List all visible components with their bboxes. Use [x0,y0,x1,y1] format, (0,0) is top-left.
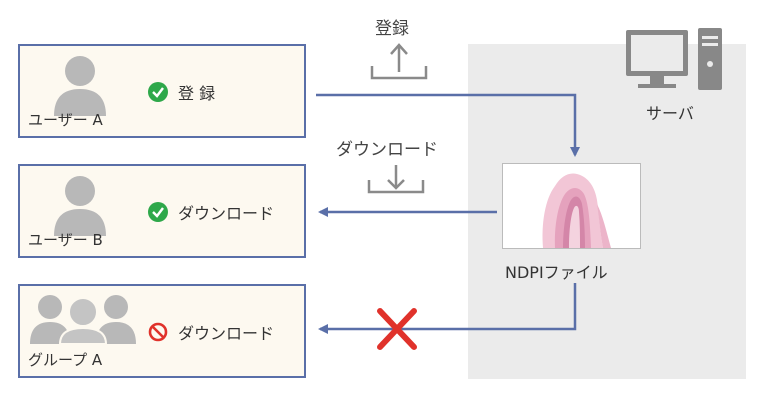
user-b-label: ユーザー B [28,231,103,249]
prohibited-icon [148,322,168,342]
upload-tray-icon [370,43,428,80]
tissue-slide-image [542,173,611,248]
status-user-b: ダウンロード [148,200,274,224]
user-b-box: ダウンロード ユーザー B [18,164,306,258]
download-arrow-group-a [318,283,577,334]
status-group-a: ダウンロード [148,320,274,344]
deny-x-icon [377,308,417,350]
server-label: サーバ [646,104,694,123]
group-icon [30,295,136,344]
status-text: ダウンロード [178,324,275,343]
check-circle-icon [148,202,168,222]
download-tray-icon [367,165,425,194]
user-icon [54,56,106,116]
upload-arrow [316,93,580,157]
user-a-label: ユーザー A [28,111,103,129]
status-user-a: 登 録 [148,80,215,104]
user-icon [54,176,106,236]
status-text: 登 録 [178,84,216,103]
check-circle-icon [148,82,168,102]
server-computer-icon [626,28,722,90]
file-label: NDPIファイル [505,263,608,282]
status-text: ダウンロード [178,204,275,223]
group-a-label: グループ A [28,351,103,369]
ndpi-file-thumbnail [502,163,641,249]
download-action-label: ダウンロード [336,140,438,160]
group-a-box: ダウンロード グループ A [18,284,306,378]
user-a-box: 登 録 ユーザー A [18,44,306,138]
upload-action-label: 登録 [375,19,409,39]
